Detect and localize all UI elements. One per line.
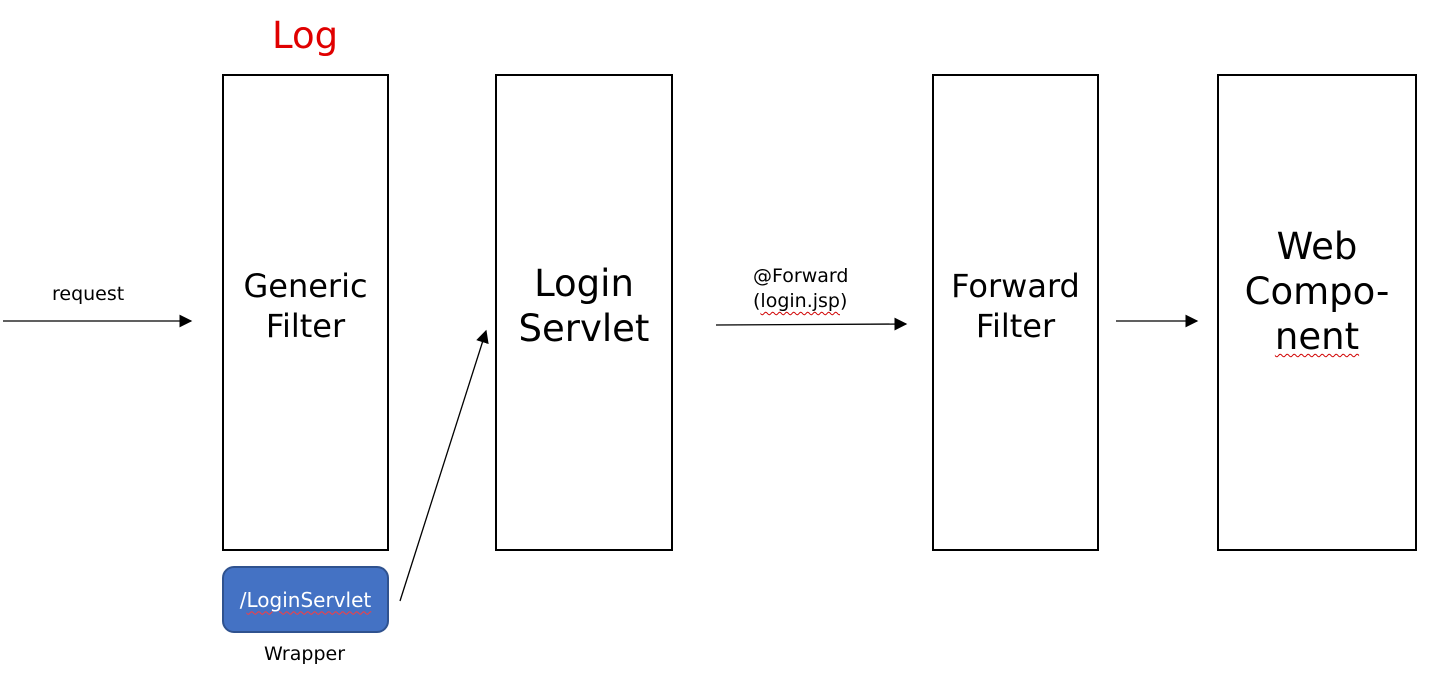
login-servlet-box: Login Servlet [495, 74, 673, 551]
forward-filter-line2: Filter [975, 306, 1056, 345]
generic-filter-line1: Generic [243, 266, 368, 305]
web-component-label: Web Compo- nent [1245, 224, 1390, 359]
login-servlet-line2: Servlet [518, 306, 650, 350]
generic-filter-line2: Filter [265, 306, 346, 345]
forward-arrow [715, 317, 908, 331]
forward-target-jsp: login.jsp [760, 290, 840, 312]
forward-filter-label: Forward Filter [951, 266, 1080, 346]
log-label: Log [272, 14, 339, 57]
web-component-box: Web Compo- nent [1217, 74, 1417, 551]
wrapper-pill-name: LoginServlet [246, 587, 372, 612]
forward-filter-line1: Forward [951, 266, 1080, 305]
wrapper-login-servlet-pill: /LoginServlet [222, 566, 389, 633]
login-servlet-line1: Login [534, 261, 634, 305]
request-label: request [52, 283, 125, 305]
generic-filter-box: Generic Filter [222, 74, 389, 551]
paren-open: ( [753, 290, 761, 312]
wrapper-to-servlet-arrow [399, 329, 489, 602]
generic-filter-label: Generic Filter [243, 266, 367, 346]
wrapper-label: Wrapper [264, 643, 346, 665]
web-component-line3: nent [1274, 315, 1360, 358]
forward-filter-box: Forward Filter [932, 74, 1099, 551]
forward-annotation: @Forward (login.jsp) [753, 264, 848, 314]
wrapper-pill-slash: / [239, 587, 247, 612]
paren-close: ) [839, 290, 848, 312]
forward-annotation-line2: (login.jsp) [753, 289, 848, 314]
web-component-line2: Compo- [1244, 270, 1390, 313]
login-servlet-label: Login Servlet [519, 261, 650, 351]
web-component-line1: Web [1276, 225, 1358, 268]
forward-annotation-line1: @Forward [753, 265, 849, 287]
